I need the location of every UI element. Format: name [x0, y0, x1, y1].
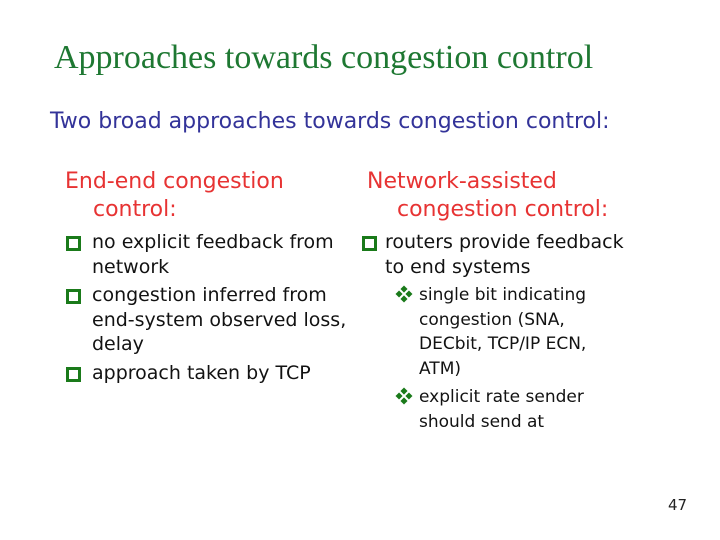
slide-subtitle: Two broad approaches towards congestion … — [50, 109, 610, 134]
square-bullet-icon — [66, 289, 81, 304]
square-bullet-icon — [66, 366, 81, 382]
column-heading: End-end congestion control: — [62, 168, 364, 224]
sub-bullet-text: explicit rate sender should send at — [419, 387, 584, 432]
sub-bullet-item: explicit rate sender should send at — [356, 385, 696, 434]
bullet-item: no explicit feedback from network — [62, 230, 364, 279]
heading-line: Network-assisted — [367, 169, 557, 194]
bullet-item: approach taken by TCP — [62, 361, 364, 386]
bullet-text: routers provide feedback to end systems — [385, 231, 624, 278]
square-bullet-icon — [66, 236, 81, 251]
bullet-item: congestion inferred from end-system obse… — [62, 283, 364, 357]
page-number: 47 — [668, 496, 688, 514]
sub-bullet-item: single bit indicating congestion (SNA, D… — [356, 283, 696, 381]
column-heading: Network-assisted congestion control: — [356, 168, 696, 224]
bullet-text: congestion inferred from end-system obse… — [92, 284, 347, 355]
bullet-text: approach taken by TCP — [92, 361, 311, 384]
slide-title: Approaches towards congestion control — [54, 39, 594, 76]
heading-line: control: — [93, 197, 177, 222]
sub-bullet-text: single bit indicating congestion (SNA, D… — [419, 285, 587, 379]
bullet-text: no explicit feedback from network — [92, 231, 334, 278]
bullet-item: routers provide feedback to end systems — [356, 230, 696, 279]
square-bullet-icon — [362, 236, 377, 251]
column-network-assisted: Network-assisted congestion control: rou… — [356, 168, 696, 438]
column-end-end-congestion: End-end congestion control: no explicit … — [62, 168, 364, 389]
heading-line: End-end congestion — [65, 169, 284, 194]
heading-line: congestion control: — [397, 197, 609, 222]
